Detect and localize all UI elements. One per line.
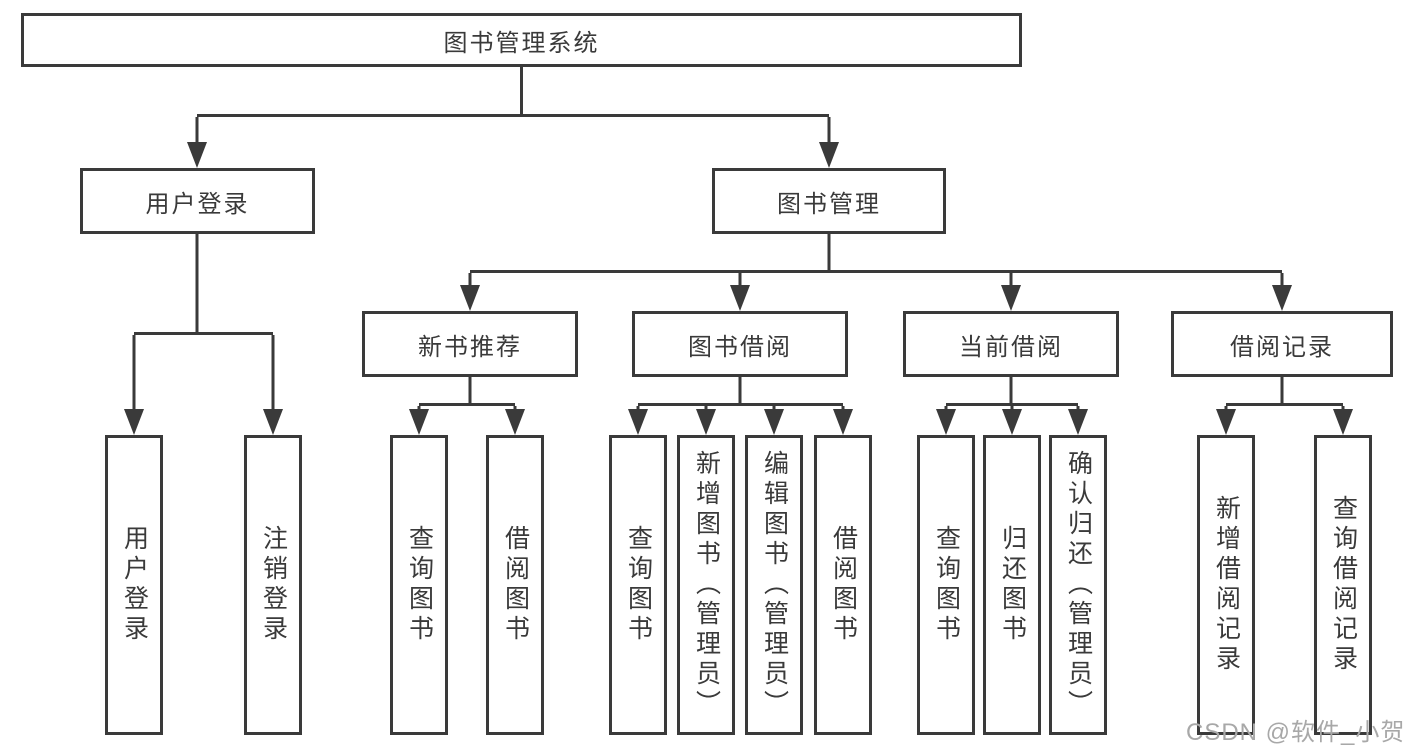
connector-borrow-records-to-leaves	[1216, 377, 1353, 435]
leaf-label: 借阅图书	[501, 525, 530, 645]
leaf-query-book-current: 查询图书	[917, 435, 975, 735]
leaf-query-borrow-record: 查询借阅记录	[1314, 435, 1372, 735]
leaf-label: 查询图书	[405, 525, 434, 645]
leaf-label: 编辑图书（管理员）	[760, 450, 789, 720]
leaf-edit-book-admin: 编辑图书（管理员）	[745, 435, 803, 735]
connector-root-to-level2	[187, 67, 839, 168]
node-borrow-records: 借阅记录	[1171, 311, 1393, 377]
leaf-label: 借阅图书	[829, 525, 858, 645]
leaf-label: 用户登录	[120, 525, 149, 645]
node-new-book-recommend: 新书推荐	[362, 311, 578, 377]
leaf-add-borrow-record: 新增借阅记录	[1197, 435, 1255, 735]
leaf-add-book-admin: 新增图书（管理员）	[677, 435, 735, 735]
connector-book-management-to-level3	[460, 234, 1292, 311]
leaf-label: 归还图书	[998, 525, 1027, 645]
csdn-watermark: CSDN @软件_小贺同学	[1186, 719, 1405, 746]
leaf-borrow-book-recommend: 借阅图书	[486, 435, 544, 735]
leaf-user-login: 用户登录	[105, 435, 163, 735]
connector-book-borrow-to-leaves	[628, 377, 853, 435]
connector-new-book-to-leaves	[409, 377, 525, 435]
connector-current-borrow-to-leaves	[936, 377, 1088, 435]
node-current-borrow: 当前借阅	[903, 311, 1119, 377]
node-user-login: 用户登录	[80, 168, 315, 234]
leaf-return-book: 归还图书	[983, 435, 1041, 735]
leaf-label: 新增借阅记录	[1212, 495, 1241, 675]
leaf-label: 查询借阅记录	[1329, 495, 1358, 675]
leaf-query-book-borrow: 查询图书	[609, 435, 667, 735]
node-book-borrow: 图书借阅	[632, 311, 848, 377]
leaf-label: 注销登录	[259, 525, 288, 645]
node-root-system: 图书管理系统	[21, 13, 1022, 67]
leaf-label: 查询图书	[624, 525, 653, 645]
leaf-label: 确认归还（管理员）	[1064, 450, 1093, 720]
leaf-confirm-return-admin: 确认归还（管理员）	[1049, 435, 1107, 735]
leaf-label: 新增图书（管理员）	[692, 450, 721, 720]
leaf-label: 查询图书	[932, 525, 961, 645]
connector-user-login-to-leaves	[124, 234, 283, 435]
leaf-logout-login: 注销登录	[244, 435, 302, 735]
leaf-query-book-recommend: 查询图书	[390, 435, 448, 735]
node-book-management: 图书管理	[712, 168, 946, 234]
leaf-borrow-book: 借阅图书	[814, 435, 872, 735]
